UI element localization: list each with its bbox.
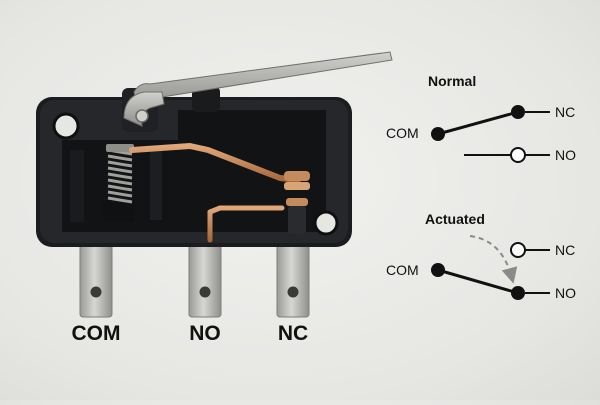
actuated-title: Actuated xyxy=(425,211,485,227)
pin-label-com: COM xyxy=(71,322,121,345)
normal-no-label: NO xyxy=(555,147,576,163)
normal-title: Normal xyxy=(428,73,477,89)
mounting-hole xyxy=(52,112,80,140)
normal-switch-blade xyxy=(437,110,519,136)
plunger xyxy=(192,86,220,112)
normal-no-node xyxy=(510,147,526,163)
terminal-nc xyxy=(276,234,310,318)
microswitch xyxy=(36,51,393,318)
actuator-lever xyxy=(123,51,393,127)
fixed-contact-arm xyxy=(207,205,285,243)
terminal-hole xyxy=(90,286,102,298)
actuated-no-label: NO xyxy=(555,285,576,301)
schematic-normal xyxy=(431,105,550,163)
schematic-actuated xyxy=(431,235,550,300)
actuated-no-node xyxy=(511,286,525,300)
actuated-nc-label: NC xyxy=(555,242,576,258)
actuated-com-label: COM xyxy=(386,262,419,278)
actuated-nc-node xyxy=(510,242,526,258)
spring xyxy=(103,144,135,222)
normal-com-label: COM xyxy=(386,125,419,141)
contact-stack xyxy=(284,171,310,234)
terminal-hole xyxy=(287,286,299,298)
mounting-hole xyxy=(313,210,339,236)
pin-label-no: NO xyxy=(189,322,221,345)
normal-nc-node xyxy=(511,105,525,119)
actuated-com-node xyxy=(431,263,445,277)
terminal-com xyxy=(79,234,113,318)
lever-pivot xyxy=(135,109,149,123)
pin-label-nc: NC xyxy=(277,322,309,345)
normal-nc-label: NC xyxy=(555,104,576,120)
terminal-hole xyxy=(199,286,211,298)
terminal-no xyxy=(188,234,222,318)
actuated-switch-blade xyxy=(437,268,519,295)
normal-com-node xyxy=(431,127,445,141)
actuation-arrow xyxy=(469,235,518,284)
